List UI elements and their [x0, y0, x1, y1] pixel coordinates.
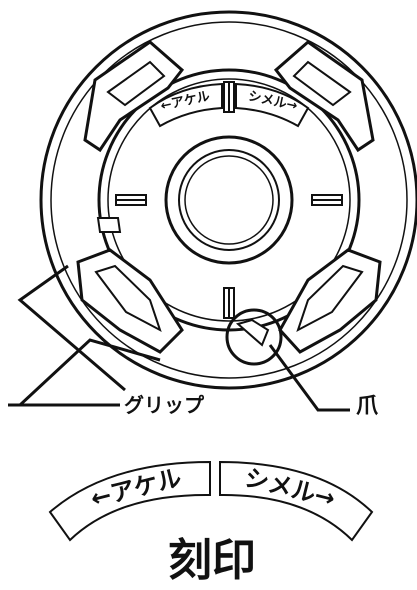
outer-cap — [39, 10, 417, 390]
grip-label: グリップ — [124, 393, 205, 417]
ring-notch — [96, 217, 122, 233]
grip-lug-bottom-right — [278, 248, 382, 354]
cross-ticks — [115, 81, 343, 319]
leader-lines — [8, 264, 350, 412]
grip-lug-top-left — [83, 40, 185, 153]
legend-open-stamp: ←アケル — [48, 460, 211, 542]
ring-label-close: シメル→ — [235, 82, 310, 128]
grip-lug-top-right — [273, 40, 375, 153]
claw-label: 爪 — [356, 394, 379, 419]
grip-lug-bottom-left — [76, 248, 184, 354]
claw-highlight — [225, 308, 283, 366]
legend-caption: 刻印 — [168, 535, 256, 586]
legend-close-stamp: シメル→ — [219, 460, 374, 542]
